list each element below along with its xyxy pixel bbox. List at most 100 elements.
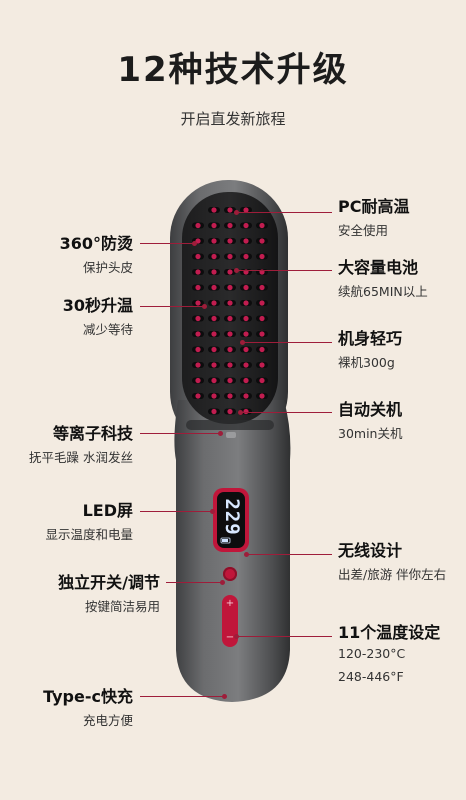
- bristle-tip: [211, 222, 217, 229]
- bristle-tip: [227, 315, 233, 322]
- feature-title: 自动关机: [338, 400, 403, 419]
- bristle-tip: [195, 284, 201, 291]
- bristle-tip: [195, 222, 201, 229]
- page-title: 12种技术升级: [117, 50, 349, 90]
- feature-360-anti-scald: 360°防烫 保护头皮: [60, 230, 133, 276]
- bristle-tip: [227, 238, 233, 244]
- bristle-tip: [227, 269, 233, 275]
- bristles: [192, 207, 268, 415]
- bristle-tip: [243, 238, 249, 244]
- bristle-tip: [195, 362, 201, 368]
- feature-desc: 裸机300g: [338, 355, 395, 370]
- bristle-tip: [211, 315, 217, 322]
- feature-title: 11个温度设定: [338, 623, 441, 642]
- bristle-tip: [259, 300, 265, 306]
- bristle-tip: [259, 238, 265, 244]
- bristle-tip: [259, 346, 265, 353]
- bristle-tip: [211, 300, 217, 306]
- feature-auto-shutoff: 自动关机 30min关机: [338, 396, 402, 442]
- bristle-tip: [227, 346, 233, 353]
- feature-title: 独立开关/调节: [58, 573, 160, 592]
- bristle-tip: [259, 362, 265, 368]
- temperature-adjust-button[interactable]: + −: [222, 595, 238, 647]
- feature-pc-heat-resistant: PC耐高温 安全使用: [338, 193, 409, 239]
- bristle-tip: [243, 346, 249, 353]
- feature-title: Type-c快充: [43, 687, 133, 706]
- bristle-tip: [195, 346, 201, 353]
- feature-wireless: 无线设计 出差/旅游 伴你左右: [338, 537, 446, 583]
- bristle-tip: [195, 331, 201, 337]
- bristle-tip: [195, 315, 201, 322]
- feature-title: 30秒升温: [62, 296, 133, 315]
- feature-desc: 出差/旅游 伴你左右: [338, 567, 447, 582]
- bristle-tip: [259, 284, 265, 291]
- bristle-tip: [243, 222, 249, 229]
- feature-desc: 保护头皮: [82, 260, 133, 275]
- bristle-tip: [227, 331, 233, 337]
- feature-desc: 安全使用: [338, 223, 389, 238]
- feature-title: PC耐高温: [338, 197, 410, 216]
- bristle-tip: [227, 222, 233, 229]
- feature-desc: 30min关机: [338, 426, 403, 441]
- bristle-tip: [227, 253, 233, 260]
- bristle-tip: [195, 300, 201, 306]
- bristle-tip: [259, 331, 265, 337]
- bristle-tip: [243, 207, 249, 213]
- bristle-tip: [259, 393, 265, 399]
- bristle-tip: [211, 393, 217, 399]
- bristle-tip: [227, 284, 233, 291]
- bristle-tip: [211, 408, 217, 415]
- bristle-tip: [259, 222, 265, 229]
- bristle-tip: [211, 362, 217, 368]
- bristle-tip: [243, 331, 249, 337]
- feature-led-screen: LED屏 显示温度和电量: [45, 497, 133, 543]
- bristle-tip: [243, 377, 249, 384]
- feature-desc: 续航65MIN以上: [338, 284, 428, 299]
- bristle-tip: [195, 393, 201, 399]
- bristle-tip: [195, 269, 201, 275]
- bristle-tip: [211, 346, 217, 353]
- bristle-tip: [227, 377, 233, 384]
- feature-independent-switch: 独立开关/调节 按键简洁易用: [58, 569, 160, 615]
- bristle-tip: [243, 284, 249, 291]
- bristle-tip: [243, 300, 249, 306]
- feature-title: 无线设计: [338, 541, 403, 560]
- bristle-tip: [211, 284, 217, 291]
- bristle-tip: [227, 300, 233, 306]
- feature-large-battery: 大容量电池 续航65MIN以上: [338, 254, 428, 300]
- feature-title: LED屏: [82, 501, 133, 520]
- feature-lightweight: 机身轻巧 裸机300g: [338, 325, 402, 371]
- feature-desc: 120-230°C: [338, 646, 406, 661]
- bristle-tip: [211, 253, 217, 260]
- bristle-tip: [259, 377, 265, 384]
- led-display: 229: [221, 498, 243, 536]
- feature-desc: 按键简洁易用: [84, 599, 160, 614]
- feature-desc: 抚平毛躁 水润发丝: [29, 450, 133, 465]
- power-button[interactable]: [223, 567, 237, 581]
- feature-desc: 减少等待: [82, 322, 133, 337]
- feature-30s-heating: 30秒升温 减少等待: [63, 292, 133, 338]
- bristle-tip: [211, 377, 217, 384]
- feature-title: 等离子科技: [52, 424, 133, 443]
- plus-icon: +: [225, 598, 235, 609]
- bristle-tip: [243, 393, 249, 399]
- feature-typec-charging: Type-c快充 充电方便: [43, 683, 133, 729]
- feature-title: 360°防烫: [59, 234, 133, 253]
- bristle-tip: [211, 238, 217, 244]
- minus-icon: −: [225, 632, 235, 643]
- bristle-tip: [259, 253, 265, 260]
- bristle-tip: [227, 207, 233, 213]
- bristle-tip: [211, 269, 217, 275]
- feature-11-temperatures: 11个温度设定 120-230°C 248-446°F: [338, 619, 440, 684]
- bristle-tip: [259, 315, 265, 322]
- bristle-tip: [227, 408, 233, 415]
- feature-desc-fahrenheit: 248-446°F: [338, 669, 404, 684]
- feature-title: 大容量电池: [338, 258, 419, 277]
- feature-title: 机身轻巧: [338, 329, 403, 348]
- feature-plasma-tech: 等离子科技 抚平毛躁 水润发丝: [29, 420, 133, 466]
- bristle-tip: [195, 253, 201, 260]
- bristle-tip: [195, 377, 201, 384]
- bristle-tip: [243, 315, 249, 322]
- bristle-tip: [211, 207, 217, 213]
